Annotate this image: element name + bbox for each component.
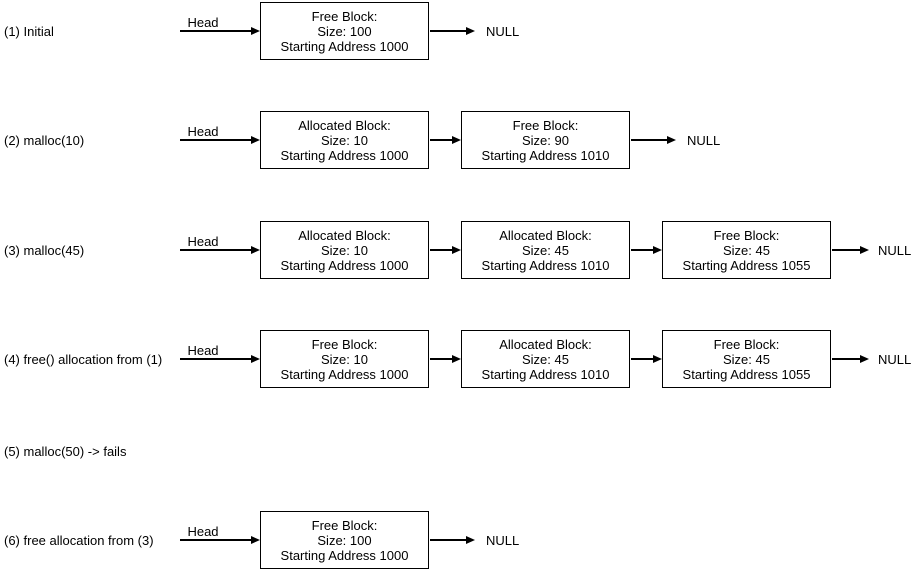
allocated-block-node: Allocated Block: Size: 45 Starting Addre… bbox=[461, 330, 630, 388]
step-label: (6) free allocation from (3) bbox=[4, 532, 154, 548]
head-pointer-label: Head bbox=[187, 524, 219, 539]
null-pointer-arrow bbox=[832, 249, 860, 251]
block-size: Size: 10 bbox=[321, 242, 368, 258]
block-title: Allocated Block: bbox=[298, 117, 391, 133]
next-pointer-arrow bbox=[631, 249, 653, 251]
head-pointer-label: Head bbox=[187, 234, 219, 249]
next-pointer-arrow bbox=[430, 249, 452, 251]
free-block-node: Free Block: Size: 45 Starting Address 10… bbox=[662, 221, 831, 279]
head-arrow bbox=[180, 539, 251, 541]
block-size: Size: 45 bbox=[522, 242, 569, 258]
free-block-node: Free Block: Size: 100 Starting Address 1… bbox=[260, 2, 429, 60]
block-title: Free Block: bbox=[311, 8, 378, 24]
block-size: Size: 10 bbox=[321, 351, 368, 367]
head-pointer-label: Head bbox=[187, 124, 219, 139]
block-size: Size: 45 bbox=[723, 242, 770, 258]
head-arrow bbox=[180, 358, 251, 360]
null-pointer-arrow bbox=[631, 139, 667, 141]
block-address: Starting Address 1000 bbox=[280, 547, 409, 563]
free-block-node: Free Block: Size: 45 Starting Address 10… bbox=[662, 330, 831, 388]
block-title: Allocated Block: bbox=[499, 336, 592, 352]
diagram-row-2: (2) malloc(10) Head Allocated Block: Siz… bbox=[0, 111, 921, 169]
free-block-node: Free Block: Size: 90 Starting Address 10… bbox=[461, 111, 630, 169]
diagram-row-4: (4) free() allocation from (1) Head Free… bbox=[0, 330, 921, 388]
block-address: Starting Address 1000 bbox=[280, 147, 409, 163]
head-arrow bbox=[180, 139, 251, 141]
null-label: NULL bbox=[878, 242, 912, 258]
null-label: NULL bbox=[878, 351, 912, 367]
allocated-block-node: Allocated Block: Size: 45 Starting Addre… bbox=[461, 221, 630, 279]
block-size: Size: 10 bbox=[321, 132, 368, 148]
diagram-row-1: (1) Initial Head Free Block: Size: 100 S… bbox=[0, 2, 921, 60]
block-title: Free Block: bbox=[512, 117, 579, 133]
step-label: (1) Initial bbox=[4, 23, 54, 39]
block-title: Free Block: bbox=[713, 227, 780, 243]
block-address: Starting Address 1055 bbox=[682, 366, 811, 382]
diagram-row-5: (5) malloc(50) -> fails bbox=[0, 422, 921, 480]
block-address: Starting Address 1055 bbox=[682, 257, 811, 273]
null-pointer-arrow bbox=[430, 30, 466, 32]
block-address: Starting Address 1010 bbox=[481, 147, 610, 163]
block-address: Starting Address 1000 bbox=[280, 366, 409, 382]
block-size: Size: 45 bbox=[723, 351, 770, 367]
block-size: Size: 100 bbox=[317, 23, 372, 39]
step-label: (2) malloc(10) bbox=[4, 132, 85, 148]
block-size: Size: 100 bbox=[317, 532, 372, 548]
block-address: Starting Address 1010 bbox=[481, 366, 610, 382]
allocated-block-node: Allocated Block: Size: 10 Starting Addre… bbox=[260, 221, 429, 279]
diagram-row-3: (3) malloc(45) Head Allocated Block: Siz… bbox=[0, 221, 921, 279]
null-label: NULL bbox=[486, 532, 520, 548]
next-pointer-arrow bbox=[631, 358, 653, 360]
null-pointer-arrow bbox=[832, 358, 860, 360]
block-address: Starting Address 1000 bbox=[280, 257, 409, 273]
block-address: Starting Address 1000 bbox=[280, 38, 409, 54]
allocated-block-node: Allocated Block: Size: 10 Starting Addre… bbox=[260, 111, 429, 169]
block-title: Allocated Block: bbox=[499, 227, 592, 243]
step-label: (5) malloc(50) -> fails bbox=[4, 443, 127, 459]
step-label: (3) malloc(45) bbox=[4, 242, 85, 258]
head-arrow bbox=[180, 249, 251, 251]
diagram-row-6: (6) free allocation from (3) Head Free B… bbox=[0, 511, 921, 569]
null-label: NULL bbox=[486, 23, 520, 39]
block-title: Free Block: bbox=[311, 336, 378, 352]
next-pointer-arrow bbox=[430, 358, 452, 360]
block-title: Free Block: bbox=[311, 517, 378, 533]
head-arrow bbox=[180, 30, 251, 32]
free-block-node: Free Block: Size: 10 Starting Address 10… bbox=[260, 330, 429, 388]
head-pointer-label: Head bbox=[187, 343, 219, 358]
step-label: (4) free() allocation from (1) bbox=[4, 351, 163, 367]
head-pointer-label: Head bbox=[187, 15, 219, 30]
block-title: Free Block: bbox=[713, 336, 780, 352]
block-size: Size: 45 bbox=[522, 351, 569, 367]
null-label: NULL bbox=[687, 132, 721, 148]
block-address: Starting Address 1010 bbox=[481, 257, 610, 273]
block-size: Size: 90 bbox=[522, 132, 569, 148]
null-pointer-arrow bbox=[430, 539, 466, 541]
next-pointer-arrow bbox=[430, 139, 452, 141]
free-block-node: Free Block: Size: 100 Starting Address 1… bbox=[260, 511, 429, 569]
block-title: Allocated Block: bbox=[298, 227, 391, 243]
